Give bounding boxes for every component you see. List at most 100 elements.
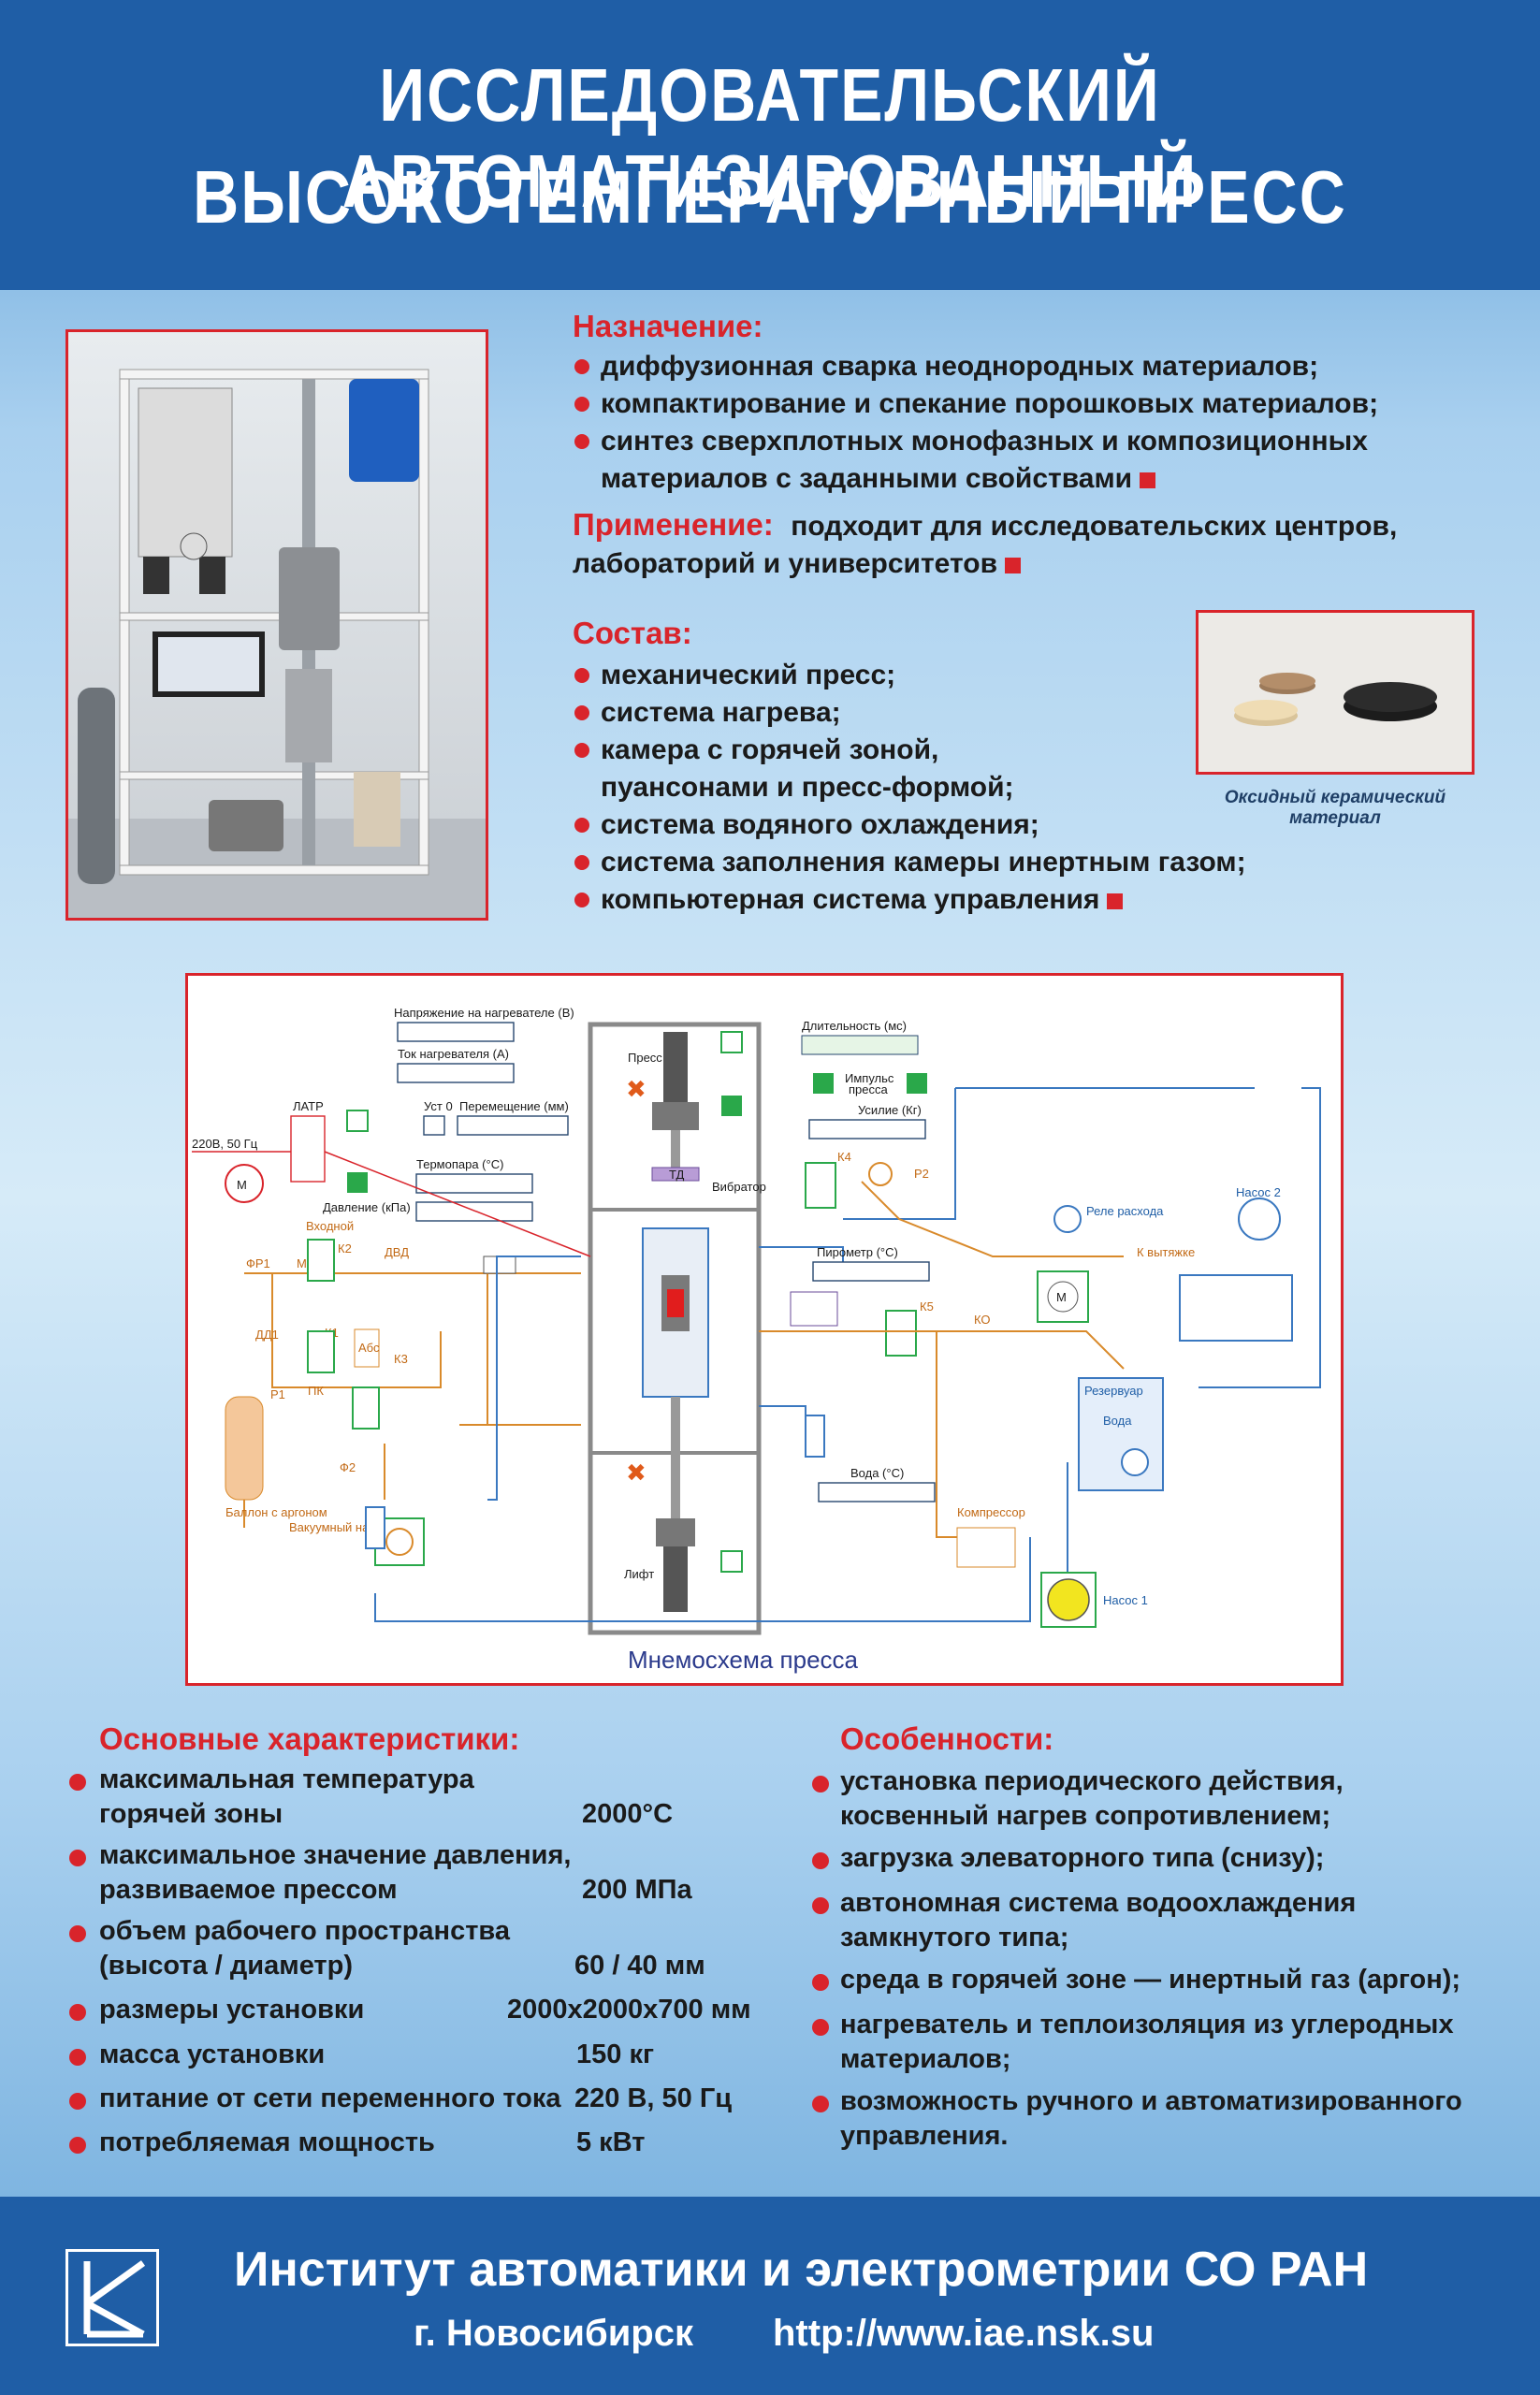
pk-label: ПК [308, 1384, 324, 1398]
bullet-icon [69, 1774, 86, 1791]
feature-text: косвенный нагрев сопротивлением; [840, 1801, 1331, 1831]
fan-icon: ✖ [626, 1076, 647, 1104]
pyrometer-display [812, 1261, 930, 1282]
ko-label: КО [974, 1313, 991, 1327]
press-frame [588, 1022, 762, 1635]
pump-2 [1238, 1198, 1281, 1241]
composition-item: механический пресс; [574, 657, 1286, 694]
heater-voltage-label: Напряжение на нагревателе (В) [394, 1006, 574, 1020]
bullet-icon [574, 668, 589, 683]
bullet-icon [69, 2049, 86, 2066]
purpose-item: синтез сверхплотных монофазных и компози… [574, 423, 1417, 498]
r2-label: Р2 [914, 1167, 929, 1181]
arrow-down-icon [720, 1550, 743, 1573]
city: г. Новосибирск [414, 2313, 694, 2354]
dd1-label: ДД1 [255, 1328, 279, 1342]
valve-k1 [307, 1330, 335, 1373]
end-square-icon [1107, 893, 1124, 909]
spec-value: 200 МПа [582, 1875, 692, 1905]
bullet-icon [812, 2019, 829, 2036]
pressure-display [415, 1201, 533, 1222]
motor-label: М [237, 1178, 247, 1192]
motor-icon [225, 1164, 264, 1203]
fan-icon: ✖ [626, 1459, 647, 1488]
water-tank-label: Вода [1103, 1414, 1132, 1428]
argon-bottle-label: Баллон с аргоном [225, 1505, 327, 1519]
feature-text: установка периодического действия, [840, 1766, 1344, 1796]
spec-label: максимальное значение давления, [99, 1840, 572, 1870]
lift-label: Лифт [624, 1567, 654, 1581]
pulse-label-2: пресса [849, 1082, 888, 1096]
manifold [365, 1506, 385, 1549]
press-label: Пресс [628, 1051, 662, 1065]
r1-label: Р1 [270, 1387, 285, 1401]
td-label: ТД [669, 1168, 685, 1182]
dvd-sensor [483, 1256, 516, 1274]
force-display [808, 1119, 926, 1139]
feature-text: автономная система водоохлаждения [840, 1888, 1357, 1918]
composition-item: система нагрева; [574, 694, 1286, 732]
water-temp-display [818, 1482, 936, 1502]
abs-sensor [354, 1328, 380, 1368]
composition-item: камера с горячей зоной, пуансонами и пре… [574, 732, 1286, 806]
bullet-icon [574, 434, 589, 449]
valve-k2 [307, 1239, 335, 1282]
bullet-icon [69, 1850, 86, 1866]
displacement-display [457, 1115, 569, 1136]
end-square-icon [1005, 557, 1022, 573]
spec-label: (высота / диаметр) [99, 1951, 354, 1981]
set0-label: Уст 0 [424, 1099, 453, 1113]
vibrator-label: Вибратор [712, 1180, 766, 1194]
spec-label: развиваемое прессом [99, 1875, 398, 1905]
spec-value: 150 кг [576, 2039, 655, 2069]
feature-text: возможность ручного и автоматизированног… [840, 2086, 1462, 2116]
thermocouple-display [415, 1173, 533, 1194]
spec-label: объем рабочего пространства [99, 1916, 510, 1946]
purpose-item: компактирование и спекание порошковых ма… [574, 385, 1417, 423]
spec-label: горячей зоны [99, 1799, 283, 1829]
composition-item: системa водяного охлаждения; [574, 806, 1286, 844]
ceramic-sample-photo [1196, 610, 1475, 775]
duration-display [801, 1035, 919, 1055]
spec-value: 2000°С [582, 1799, 674, 1829]
valve-k3 [352, 1386, 380, 1430]
pump2-label: Насос 2 [1236, 1185, 1281, 1199]
application-text-2: лабораторий и университетов [573, 548, 1022, 580]
inlet-label: Входной [306, 1219, 354, 1233]
k5-label: К5 [920, 1299, 934, 1314]
pump1-label: Насос 1 [1103, 1593, 1148, 1607]
pulse-label: Импульс [845, 1071, 894, 1085]
force-label: Усилие (Кг) [858, 1103, 922, 1117]
spec-value: 2000х2000х700 мм [507, 1995, 751, 2025]
hot-zone [667, 1289, 684, 1317]
argon-bottle [225, 1396, 264, 1501]
pressure-label: Давление (кПа) [323, 1200, 411, 1214]
feature-text: загрузка элеваторного типа (снизу); [840, 1843, 1325, 1873]
bullet-icon [812, 1776, 829, 1793]
abs-label: Абс [358, 1341, 380, 1355]
latr-transformer [290, 1115, 326, 1183]
composition-heading: Состав: [573, 616, 692, 650]
heater-voltage-display [397, 1022, 515, 1042]
bullet-icon [812, 1852, 829, 1869]
bullet-icon [574, 743, 589, 758]
composition-item: компьютерная система управления [574, 881, 1286, 919]
application-block: Применение: подходит для исследовательск… [573, 507, 1397, 543]
radiator [1179, 1274, 1293, 1342]
end-square-icon [1140, 472, 1156, 488]
bullet-icon [69, 1925, 86, 1942]
heater-current-display [397, 1063, 515, 1083]
vacuum-pump-label: Вакуумный насос [289, 1520, 388, 1534]
bullet-icon [574, 397, 589, 412]
press-mnemonic-diagram: ТД Пресс Вибратор Лифт ✖ ✖ Напряжение на… [185, 973, 1344, 1686]
reservoir [1078, 1377, 1164, 1491]
website-link[interactable]: http://www.iae.nsk.su [773, 2313, 1155, 2354]
feature-text: управления. [840, 2121, 1009, 2151]
spec-label: питание от сети переменного тока [99, 2083, 561, 2113]
bullet-icon [574, 855, 589, 870]
sample-caption: Оксидный керамический материал [1224, 788, 1446, 828]
arrow-up-icon [907, 1073, 927, 1094]
arrow-down-icon [813, 1073, 834, 1094]
arrow-down-icon [721, 1096, 742, 1116]
application-heading: Применение: [573, 507, 774, 542]
